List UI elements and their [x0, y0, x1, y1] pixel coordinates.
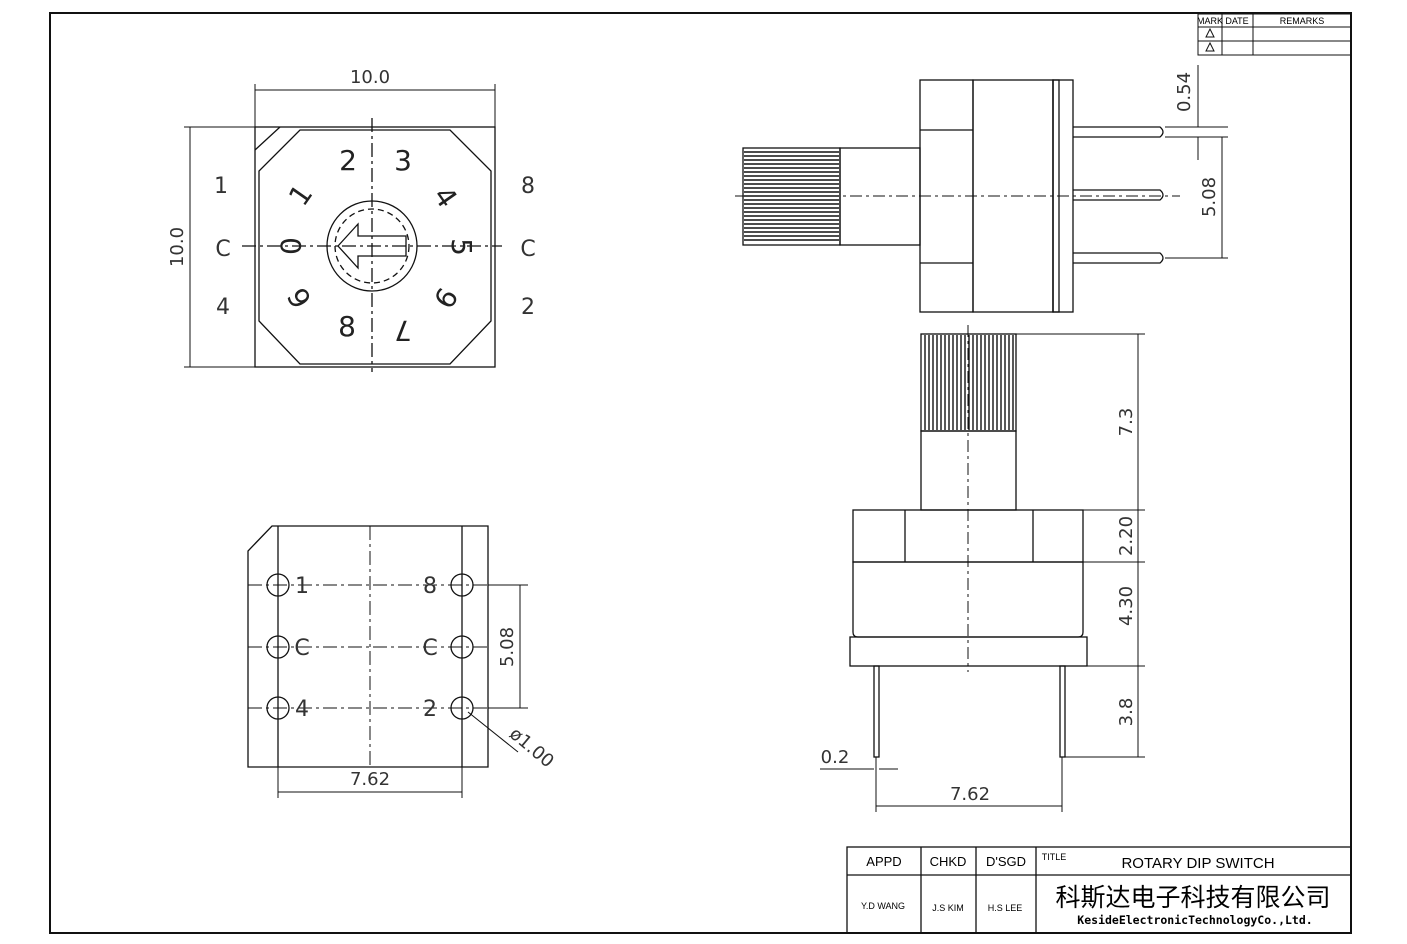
dial-digit: 3 — [394, 144, 412, 177]
rev-mark-label: MARK — [1197, 16, 1223, 26]
front-view-knurl — [924, 335, 1014, 430]
top-width-dim: 10.0 — [350, 67, 390, 88]
bottom-view — [247, 525, 489, 768]
dsgd-label: D'SGD — [986, 854, 1026, 869]
rev-date-label: DATE — [1225, 16, 1248, 26]
company-name-cn: 科斯达电子科技有限公司 — [1055, 883, 1330, 912]
side-pin-thickness-dim: 0.54 — [1174, 72, 1195, 112]
side-pitch-dim: 5.08 — [1199, 177, 1220, 217]
top-pin-label: C — [215, 237, 230, 262]
dial-digit: 5 — [445, 238, 478, 256]
front-pitch-dim: 7.62 — [950, 784, 990, 805]
bottom-pin-label: 2 — [423, 697, 437, 722]
top-view-centerlines — [242, 118, 502, 372]
chkd-name: J.S KIM — [932, 903, 964, 913]
dsgd-name: H.S LEE — [988, 903, 1023, 913]
top-view-dims — [184, 84, 496, 368]
front-view-dims — [820, 333, 1145, 812]
dial-digit: 0 — [274, 237, 307, 255]
top-pin-label: 8 — [521, 174, 535, 199]
title-label: TITLE — [1042, 852, 1067, 862]
sheet-border — [49, 12, 1352, 934]
title-block — [846, 846, 1352, 934]
bottom-pin-label: C — [294, 636, 309, 661]
bottom-view-dims — [277, 584, 528, 798]
front-body-dim: 4.30 — [1116, 586, 1137, 626]
revision-table — [1197, 13, 1352, 56]
top-height-dim: 10.0 — [167, 227, 188, 267]
top-pin-label: 2 — [521, 295, 535, 320]
front-cap-dim: 2.20 — [1116, 516, 1137, 556]
bottom-pitch-h-dim: 7.62 — [350, 769, 390, 790]
dial-digit: 7 — [394, 314, 412, 347]
revision-mark-icon — [1205, 41, 1215, 52]
front-pin-dim: 3.8 — [1116, 698, 1137, 727]
drawing-title: ROTARY DIP SWITCH — [1121, 855, 1274, 872]
bottom-pin-label: 4 — [295, 697, 309, 722]
dial-digit: 6 — [281, 282, 318, 314]
top-pin-label: 1 — [214, 174, 228, 199]
company-name-en: KesideElectronicTechnologyCo.,Ltd. — [1077, 913, 1312, 927]
dial-digit: 9 — [427, 282, 464, 314]
side-view-dims — [1165, 65, 1228, 259]
dial-digit: 1 — [282, 178, 319, 212]
appd-label: APPD — [866, 854, 901, 869]
dial-digit: 8 — [338, 310, 356, 343]
dial-digit: 2 — [339, 144, 357, 177]
front-pin-width-dim: 0.2 — [821, 747, 850, 768]
bottom-pin-label: C — [422, 636, 437, 661]
bottom-pin-label: 8 — [423, 574, 437, 599]
appd-name: Y.D WANG — [861, 901, 905, 911]
side-view-knurl — [744, 151, 839, 241]
bottom-pin-label: 1 — [295, 574, 309, 599]
revision-mark-icon — [1205, 27, 1215, 38]
top-pin-label: C — [520, 237, 535, 262]
chkd-label: CHKD — [930, 854, 967, 869]
bottom-pitch-v-dim: 5.08 — [497, 627, 518, 667]
top-pin-label: 4 — [216, 295, 230, 320]
rev-remarks-label: REMARKS — [1280, 16, 1325, 26]
dial-digit: 4 — [427, 180, 464, 214]
front-shaft-dim: 7.3 — [1116, 408, 1137, 437]
bottom-view-centerlines — [248, 526, 488, 767]
